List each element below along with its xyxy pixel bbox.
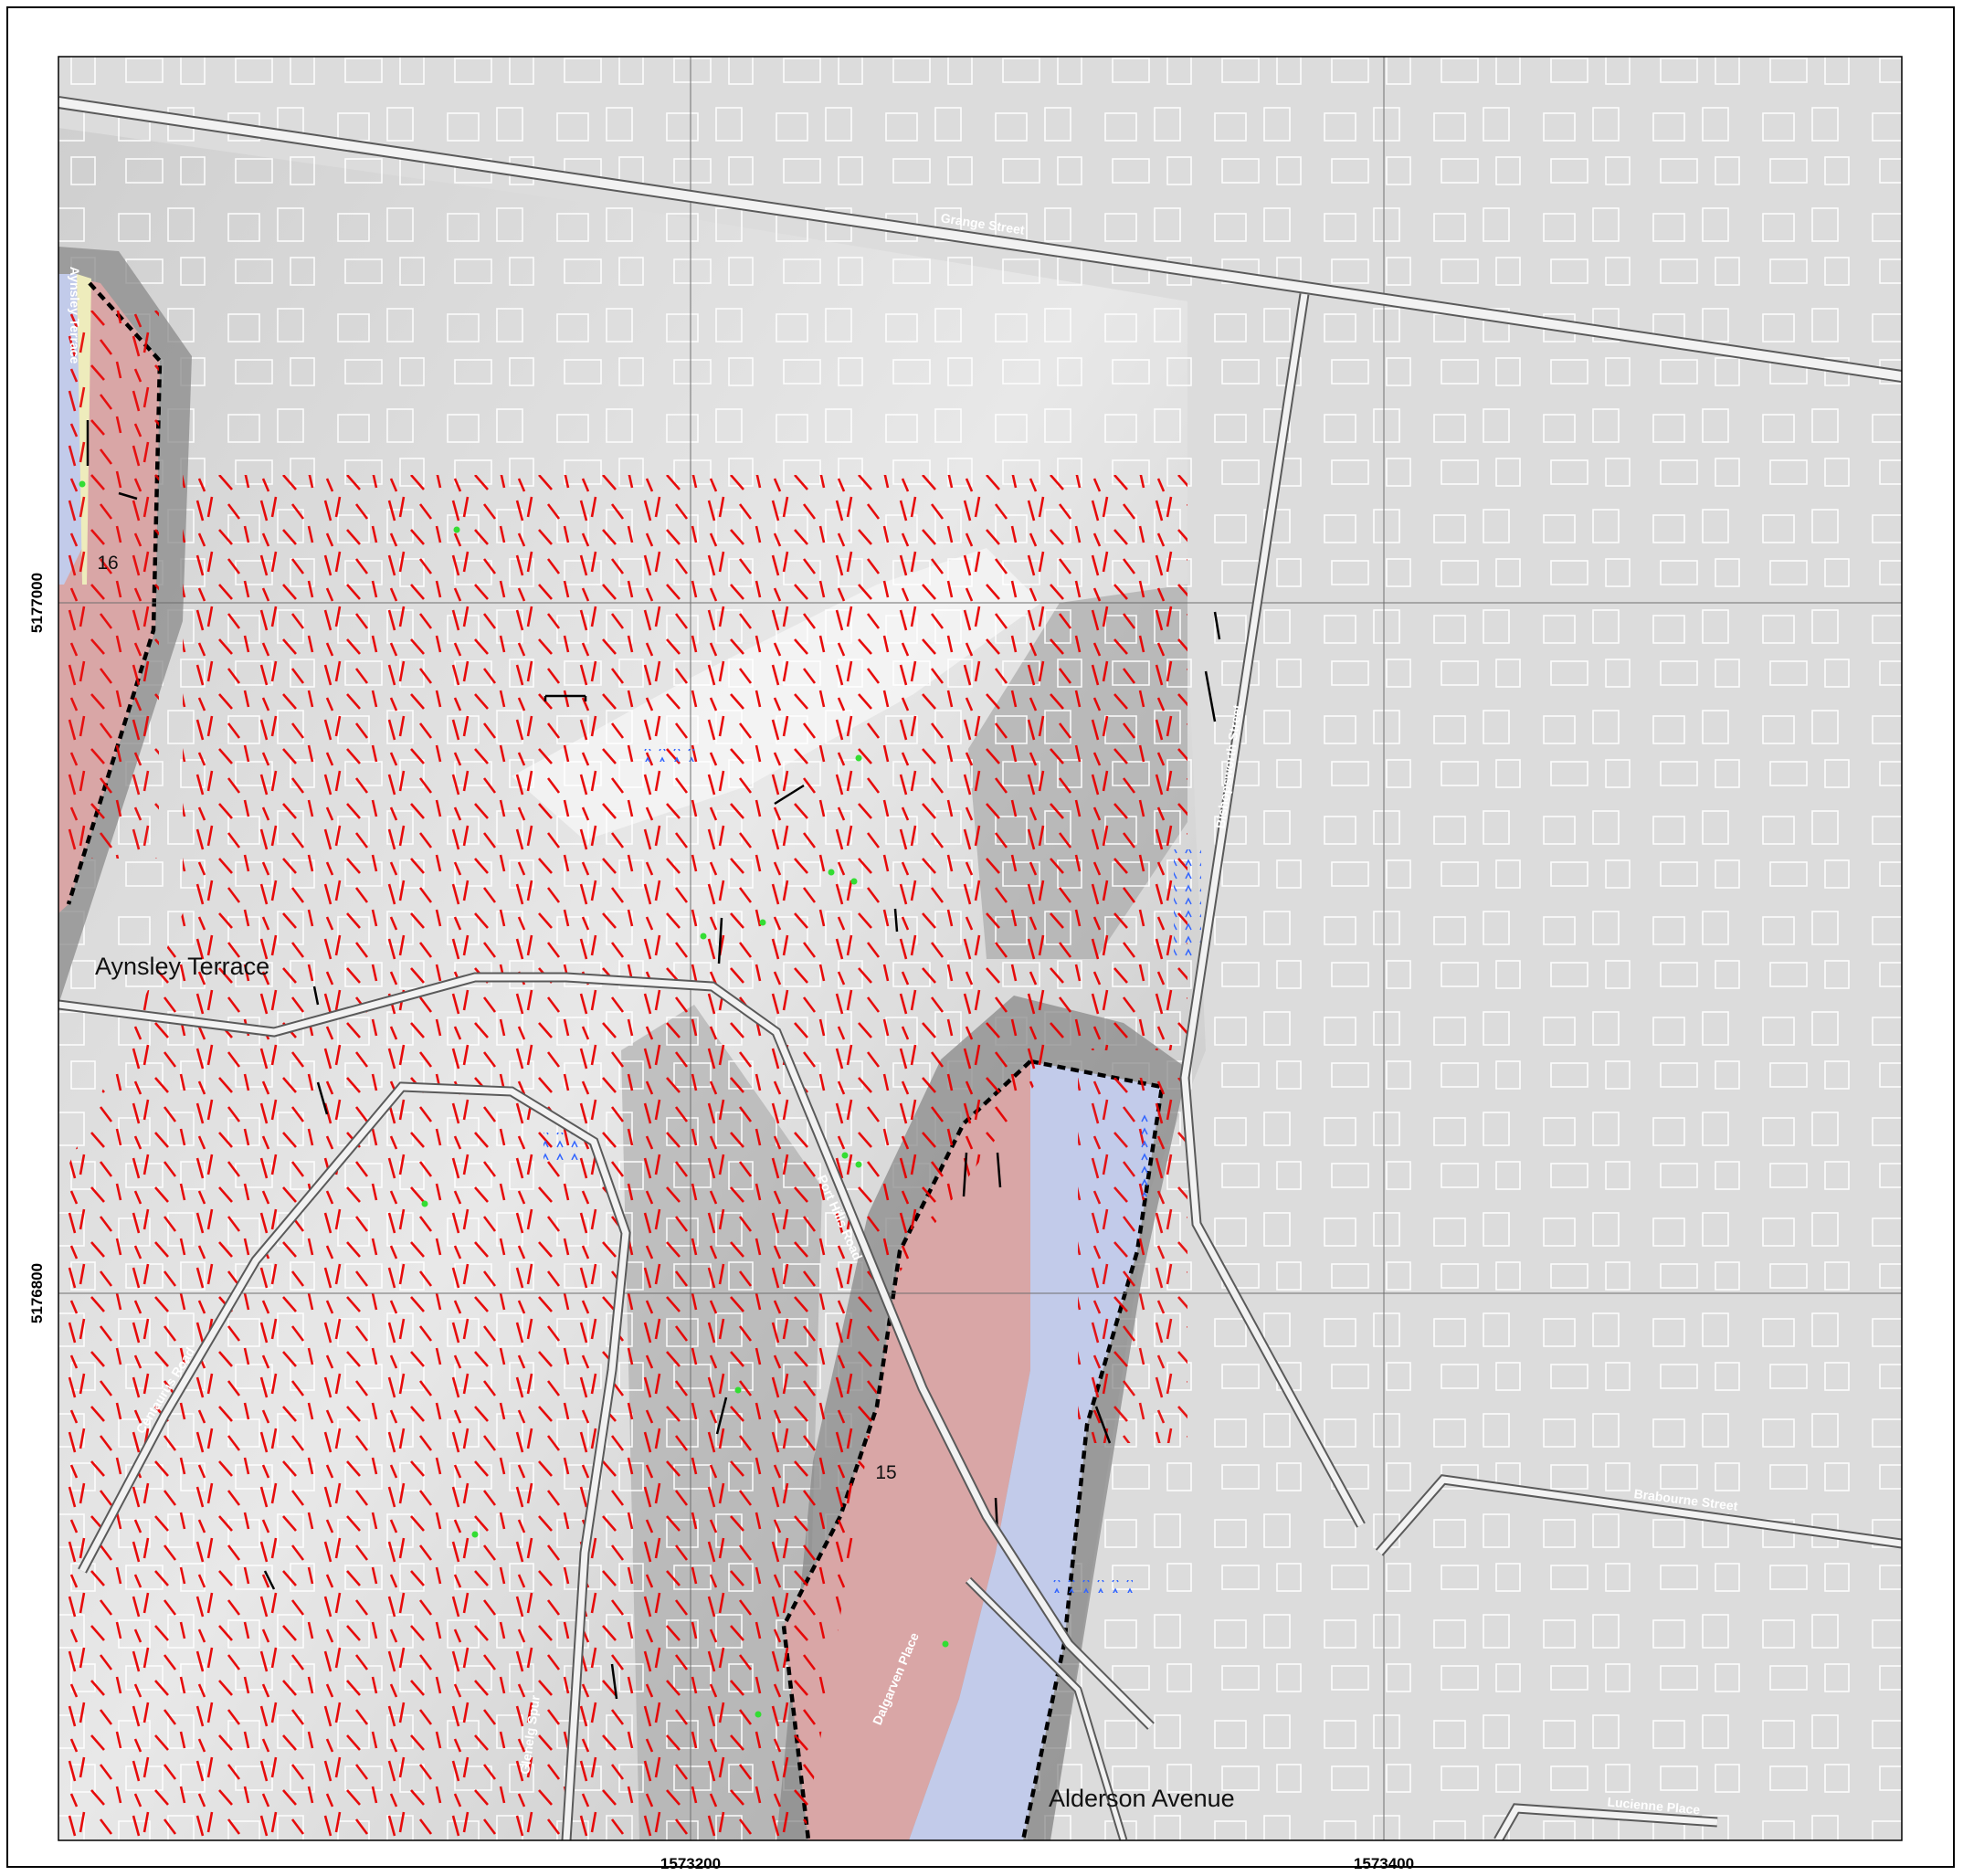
blue-marks-south [1050, 1580, 1133, 1593]
crack-lines [58, 475, 1187, 1840]
blue-marks-zone15 [1137, 1114, 1152, 1196]
roads [58, 96, 1902, 1840]
zone-16-label: 16 [97, 553, 118, 574]
northing-label-5176800: 5176800 [28, 1263, 46, 1323]
blue-marks-bishopsworth [1174, 849, 1201, 959]
zone-15-red-area [784, 1061, 1030, 1840]
map-neatline [58, 56, 1903, 1841]
aynsley-terrace-place-label: Aynsley Terrace [95, 953, 269, 980]
aynsley-terrace-road-label: Aynsley Terrace [68, 267, 82, 364]
easting-label-1573200: 1573200 [660, 1855, 721, 1872]
easting-label-1573400: 1573400 [1354, 1855, 1414, 1872]
zone-15-label: 15 [875, 1462, 896, 1483]
blue-marks-ridge [639, 749, 694, 762]
map-body[interactable]: Grange Street Bishopsworth Street Port H… [58, 57, 1902, 1840]
blue-marks-west [544, 1133, 580, 1160]
map-outer-frame [6, 6, 1955, 1868]
crack-lines-east [1078, 1078, 1187, 1443]
alderson-avenue-place-label: Alderson Avenue [1049, 1785, 1235, 1812]
northing-label-5177000: 5177000 [28, 573, 46, 633]
crack-lines-zone16 [58, 311, 159, 859]
